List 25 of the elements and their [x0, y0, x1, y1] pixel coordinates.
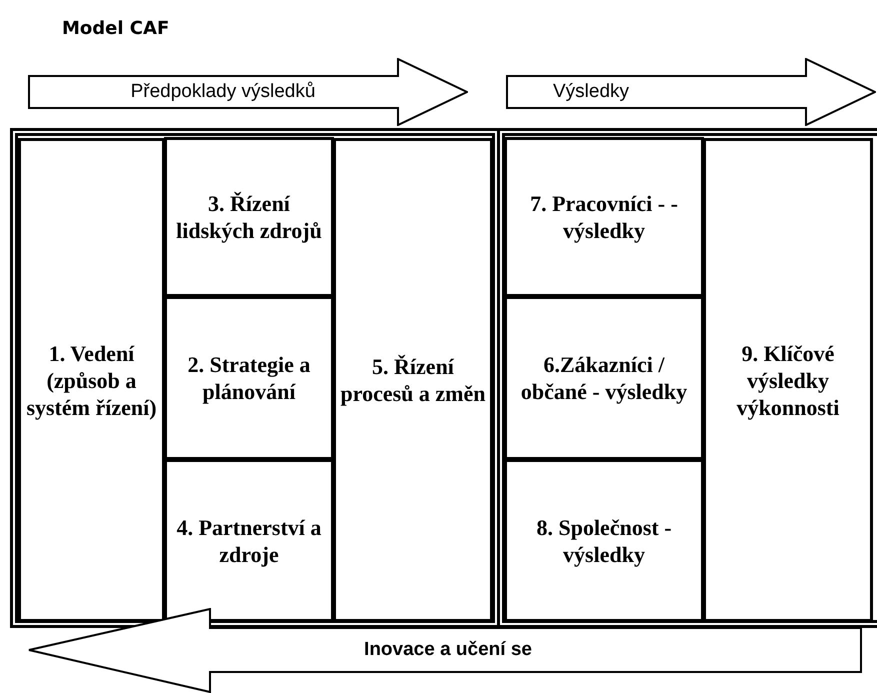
block-arrow — [506, 58, 876, 126]
criterion-box — [164, 296, 334, 460]
criterion-text: 1. Vedení (způsob a systém řízení) — [25, 340, 158, 420]
criterion-text: 2. Strategie a plánování — [186, 351, 312, 405]
block-arrow — [28, 608, 862, 693]
criterion-text: 4. Partnerství a zdroje — [176, 514, 322, 568]
criterion-text: 9. Klíčové výsledky výkonnosti — [736, 340, 840, 420]
criterion-box — [333, 138, 493, 622]
criterion-text: 7. Pracovníci - - výsledky — [529, 190, 679, 244]
criterion-box — [703, 138, 873, 622]
criterion-text: 8. Společnost - výsledky — [535, 514, 673, 568]
arrow-label: Předpoklady výsledků — [130, 81, 316, 103]
criterion-text: 5. Řízení procesů a změn — [339, 353, 487, 407]
diagram-title: Model CAF — [62, 18, 170, 39]
arrow-label: Výsledky — [552, 81, 630, 103]
criterion-box — [164, 137, 334, 297]
criterion-text: 3. Řízení lidských zdrojů — [175, 190, 323, 244]
criterion-box — [504, 137, 704, 297]
criterion-box — [504, 296, 704, 460]
criterion-box — [504, 459, 704, 622]
arrow-label: Inovace a učení se — [364, 639, 532, 661]
criterion-text: 6.Zákazníci / občané - výsledky — [520, 351, 688, 405]
criterion-box — [164, 459, 334, 622]
criterion-box — [18, 138, 165, 622]
block-arrow — [28, 58, 468, 126]
